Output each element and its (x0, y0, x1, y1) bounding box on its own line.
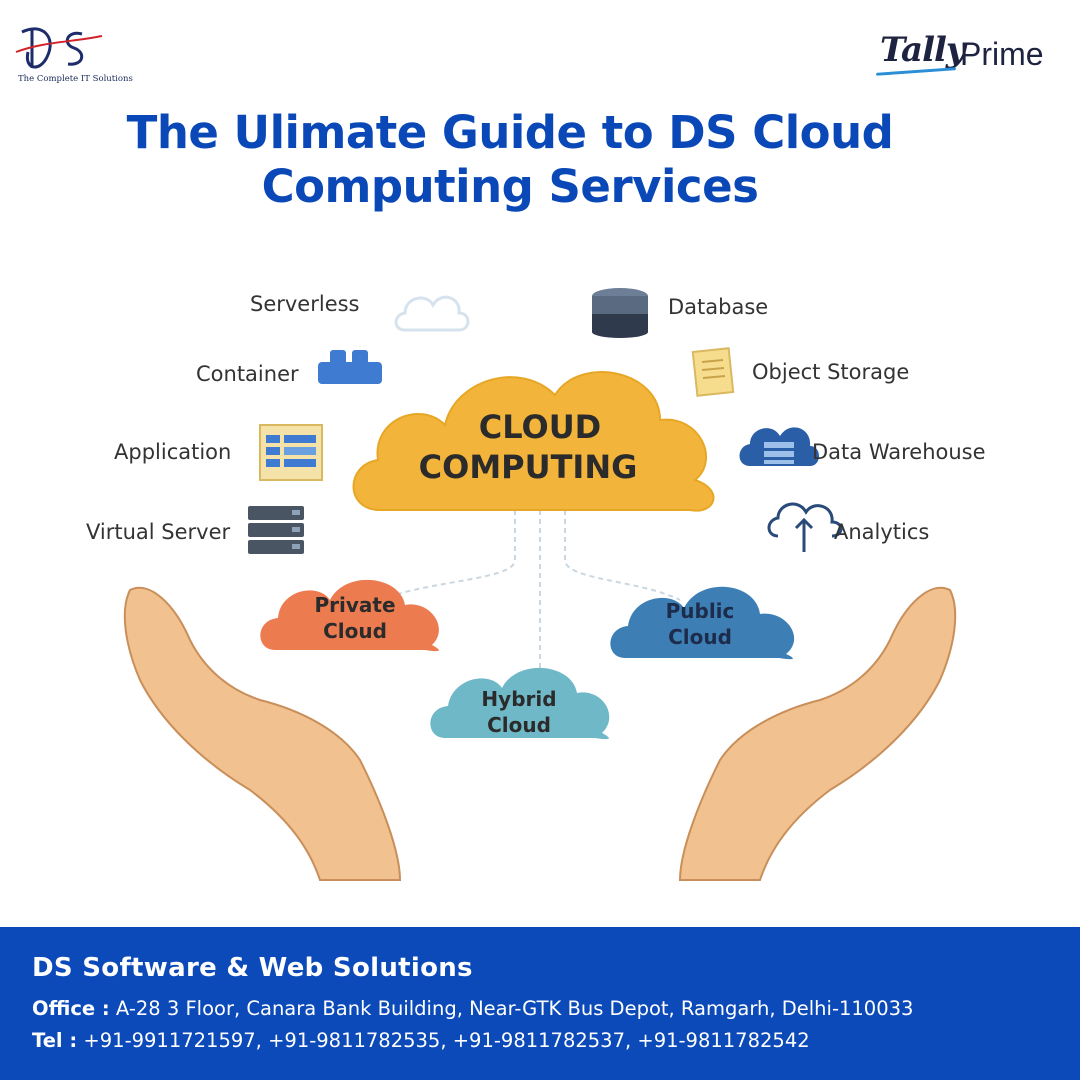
tally-prime-logo: Tally Prime (872, 30, 1072, 80)
company-name: DS Software & Web Solutions (32, 953, 473, 983)
application-table-icon (259, 424, 323, 481)
server-icon (248, 506, 304, 554)
tel-label: Tel : (32, 1029, 78, 1052)
page-title-line2: Computing Services (261, 160, 759, 213)
hybrid-cloud-line1: Hybrid (481, 687, 556, 711)
database-icon (592, 288, 648, 338)
central-cloud (352, 371, 715, 512)
container-icon (318, 350, 382, 384)
center-cloud-line1: CLOUD (479, 408, 601, 446)
public-cloud-line1: Public (666, 599, 735, 623)
office-address: A-28 3 Floor, Canara Bank Building, Near… (115, 997, 914, 1020)
office-label: Office : (32, 997, 110, 1020)
public-cloud (610, 586, 795, 660)
tel-numbers: +91-9911721597, +91-9811782535, +91-9811… (83, 1029, 810, 1052)
left-hand (123, 587, 402, 881)
logo-tagline: The Complete IT Solutions (18, 74, 133, 84)
diagram-graphics: CLOUD COMPUTING Private Cloud Hybrid Clo… (123, 288, 957, 881)
right-hand (678, 587, 957, 881)
public-cloud-line2: Cloud (668, 625, 732, 649)
hybrid-cloud-line2: Cloud (487, 713, 551, 737)
cloud-computing-diagram: CLOUD COMPUTING Private Cloud Hybrid Clo… (0, 260, 1080, 910)
data-warehouse-cloud-icon (739, 427, 819, 466)
ds-logo: The Complete IT Solutions (12, 22, 133, 92)
telephone-row: Tel : +91-9911721597, +91-9811782535, +9… (32, 1029, 810, 1052)
prime-logo-word: Prime (960, 36, 1044, 72)
label-virtual-server: Virtual Server (86, 520, 231, 544)
private-cloud-line2: Cloud (323, 619, 387, 643)
center-cloud-line2: COMPUTING (419, 448, 638, 486)
private-cloud (260, 579, 439, 652)
contact-footer: DS Software & Web Solutions Office : A-2… (0, 927, 1080, 1080)
label-object-storage: Object Storage (752, 360, 910, 384)
ds-logo-mark (15, 27, 103, 69)
hybrid-cloud (430, 667, 610, 740)
label-application: Application (114, 440, 232, 464)
private-cloud-line1: Private (314, 593, 395, 617)
label-analytics: Analytics (834, 520, 930, 544)
connector-lines (379, 510, 681, 680)
label-serverless: Serverless (250, 292, 360, 316)
document-icon (691, 347, 735, 397)
label-data-warehouse: Data Warehouse (812, 440, 986, 464)
label-database: Database (668, 295, 769, 319)
cloud-upload-icon (767, 502, 843, 552)
tally-logo-word: Tally (880, 30, 966, 70)
cloud-outline-icon (394, 295, 470, 332)
page-title-line1: The Ulimate Guide to DS Cloud (126, 106, 894, 159)
office-address-row: Office : A-28 3 Floor, Canara Bank Build… (32, 997, 913, 1020)
label-container: Container (196, 362, 299, 386)
